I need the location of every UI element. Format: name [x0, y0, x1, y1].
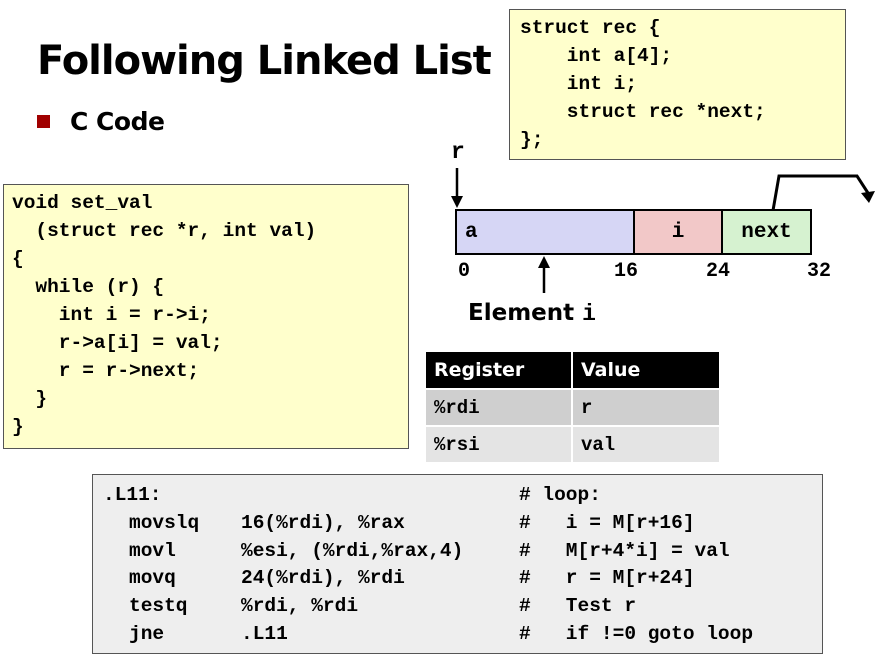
bullet-text: C Code: [70, 107, 165, 136]
value-cell: val: [572, 426, 721, 464]
asm-args: .L11: [241, 622, 288, 645]
asm-comment: # r = M[r+24]: [519, 567, 695, 590]
assembly-code: .L11: # loop: movslq 16(%rdi), %rax # i …: [92, 474, 823, 654]
offset-16: 16: [614, 260, 639, 283]
asm-line: .L11: # loop:: [103, 482, 822, 510]
asm-comment: # if !=0 goto loop: [519, 622, 754, 645]
value-cell: r: [572, 389, 721, 427]
asm-op: movl: [129, 539, 176, 562]
struct-definition-code: struct rec { int a[4]; int i; struct rec…: [509, 9, 846, 160]
element-i-arrow: [538, 256, 550, 293]
element-label-prefix: Element: [468, 300, 575, 326]
field-i: i: [633, 209, 723, 255]
asm-comment: # M[r+4*i] = val: [519, 539, 730, 562]
register-table: Register Value %rdi r %rsi val: [426, 352, 721, 464]
bullet-c-code: C Code: [37, 107, 165, 136]
header-register: Register: [426, 352, 573, 390]
bullet-square-icon: [37, 115, 50, 128]
register-cell: %rdi: [426, 389, 573, 427]
table-row: %rsi val: [426, 426, 721, 464]
register-table-header: Register Value: [426, 352, 721, 390]
c-function-code: void set_val (struct rec *r, int val) { …: [3, 184, 409, 449]
asm-line: testq %rdi, %rdi # Test r: [103, 593, 822, 621]
asm-op: movq: [129, 567, 176, 590]
table-row: %rdi r: [426, 389, 721, 427]
register-cell: %rsi: [426, 426, 573, 464]
element-i-label: Element i: [468, 300, 596, 327]
asm-line: movq 24(%rdi), %rdi # r = M[r+24]: [103, 565, 822, 593]
offset-32: 32: [807, 260, 832, 283]
asm-comment: # Test r: [519, 595, 637, 618]
slide-title: Following Linked List: [37, 38, 492, 84]
next-pointer-arrow: [769, 174, 875, 223]
asm-line: jne .L11 # if !=0 goto loop: [103, 621, 822, 649]
asm-op: movslq: [129, 511, 200, 534]
asm-args: 24(%rdi), %rdi: [241, 567, 405, 590]
element-label-var: i: [582, 301, 596, 327]
r-pointer-arrow: [451, 168, 463, 208]
offset-24: 24: [706, 260, 731, 283]
asm-op: jne: [129, 622, 165, 645]
field-a: a: [455, 209, 635, 255]
field-next: next: [721, 209, 812, 255]
asm-args: %rdi, %rdi: [241, 595, 359, 618]
asm-line: movl %esi, (%rdi,%rax,4) # M[r+4*i] = va…: [103, 538, 822, 566]
asm-args: 16(%rdi), %rax: [241, 511, 405, 534]
asm-label: .L11:: [103, 484, 162, 506]
r-pointer-label: r: [451, 139, 465, 165]
asm-args: %esi, (%rdi,%rax,4): [241, 539, 464, 562]
asm-comment: # i = M[r+16]: [519, 511, 695, 534]
asm-line: movslq 16(%rdi), %rax # i = M[r+16]: [103, 510, 822, 538]
header-value: Value: [572, 352, 721, 390]
asm-comment: # loop:: [519, 484, 601, 506]
asm-op: testq: [129, 595, 188, 618]
offset-0: 0: [458, 260, 471, 283]
